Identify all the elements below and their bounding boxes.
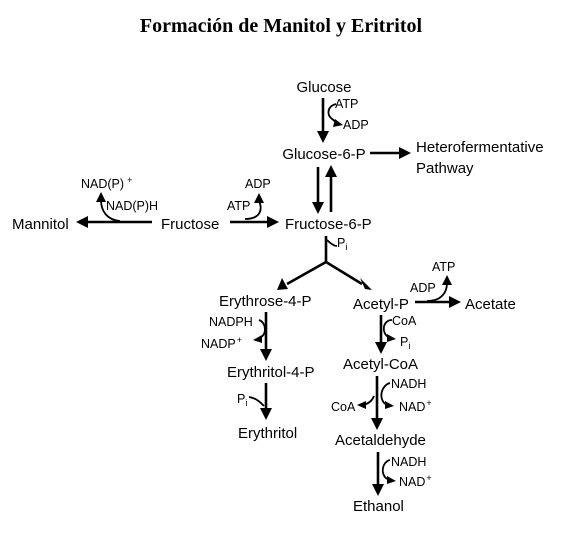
arrow-f6p-branch: [277, 236, 372, 290]
cofactor-nadp: NADP+: [201, 335, 242, 351]
node-acetaldehyde: Acetaldehyde: [335, 432, 426, 449]
node-acetyl-coa: Acetyl-CoA: [343, 356, 418, 373]
node-pathway: Pathway: [416, 160, 474, 177]
node-glucose-6-p: Glucose-6-P: [282, 146, 365, 163]
node-glucose: Glucose: [296, 79, 351, 96]
cofactor-pi: Pi: [337, 236, 347, 252]
cofactor-atp: ATP: [227, 199, 250, 213]
diagram-title: Formación de Manitol y Eritritol: [140, 15, 423, 37]
cofactor-nadh: NADH: [391, 377, 426, 391]
cofactor-atp: ATP: [432, 260, 455, 274]
node-ethanol: Ethanol: [353, 498, 404, 515]
arrow-f6p-to-g6p: [325, 165, 337, 212]
arrow-fructose-to-f6p: [230, 193, 279, 228]
node-mannitol: Mannitol: [12, 216, 69, 233]
arrow-g6p-to-heterofermentative: [370, 147, 411, 159]
cofactor-pi: Pi: [237, 392, 247, 408]
node-acetyl-p: Acetyl-P: [353, 296, 409, 313]
cofactor-coa: CoA: [392, 314, 417, 328]
node-heterofermentative: Heterofermentative: [416, 139, 544, 156]
arrow-fructose-to-mannitol: [76, 192, 152, 228]
cofactor-nadh: NADH: [391, 455, 426, 469]
cofactor-coa: CoA: [331, 400, 356, 414]
cofactor-nadph: NADPH: [209, 315, 253, 329]
node-acetate: Acetate: [465, 296, 516, 313]
cofactor-nad: NAD+: [399, 398, 432, 414]
cofactor-nad: NAD+: [399, 473, 432, 489]
node-fructose: Fructose: [161, 216, 219, 233]
node-fructose-6-p: Fructose-6-P: [285, 216, 372, 233]
arrow-erythrose4p-to-erythritol4p: [253, 312, 272, 361]
cofactor-pi: Pi: [400, 335, 410, 351]
cofactor-adp: ADP: [343, 118, 369, 132]
cofactor-adp: ADP: [245, 177, 271, 191]
node-erythrose-4-p: Erythrose-4-P: [219, 293, 312, 310]
arrow-acetylp-to-acetylcoa: [375, 315, 396, 354]
cofactor-nadph: NAD(P)H: [106, 199, 158, 213]
arrow-acetylp-to-acetate: [415, 275, 461, 308]
arrow-erythritol4p-to-erythritol: [248, 383, 272, 420]
cofactor-atp: ATP: [335, 97, 358, 111]
arrow-g6p-to-f6p: [312, 167, 324, 214]
arrow-glucose-to-g6p: [317, 98, 343, 143]
cofactor-adp: ADP: [410, 281, 436, 295]
node-erythritol: Erythritol: [238, 425, 297, 442]
node-erythritol-4-p: Erythritol-4-P: [227, 364, 315, 381]
arrow-acetylcoa-to-acetaldehyde: [357, 376, 394, 430]
cofactor-nadp: NAD(P)+: [81, 175, 132, 191]
arrow-acetaldehyde-to-ethanol: [372, 452, 396, 496]
